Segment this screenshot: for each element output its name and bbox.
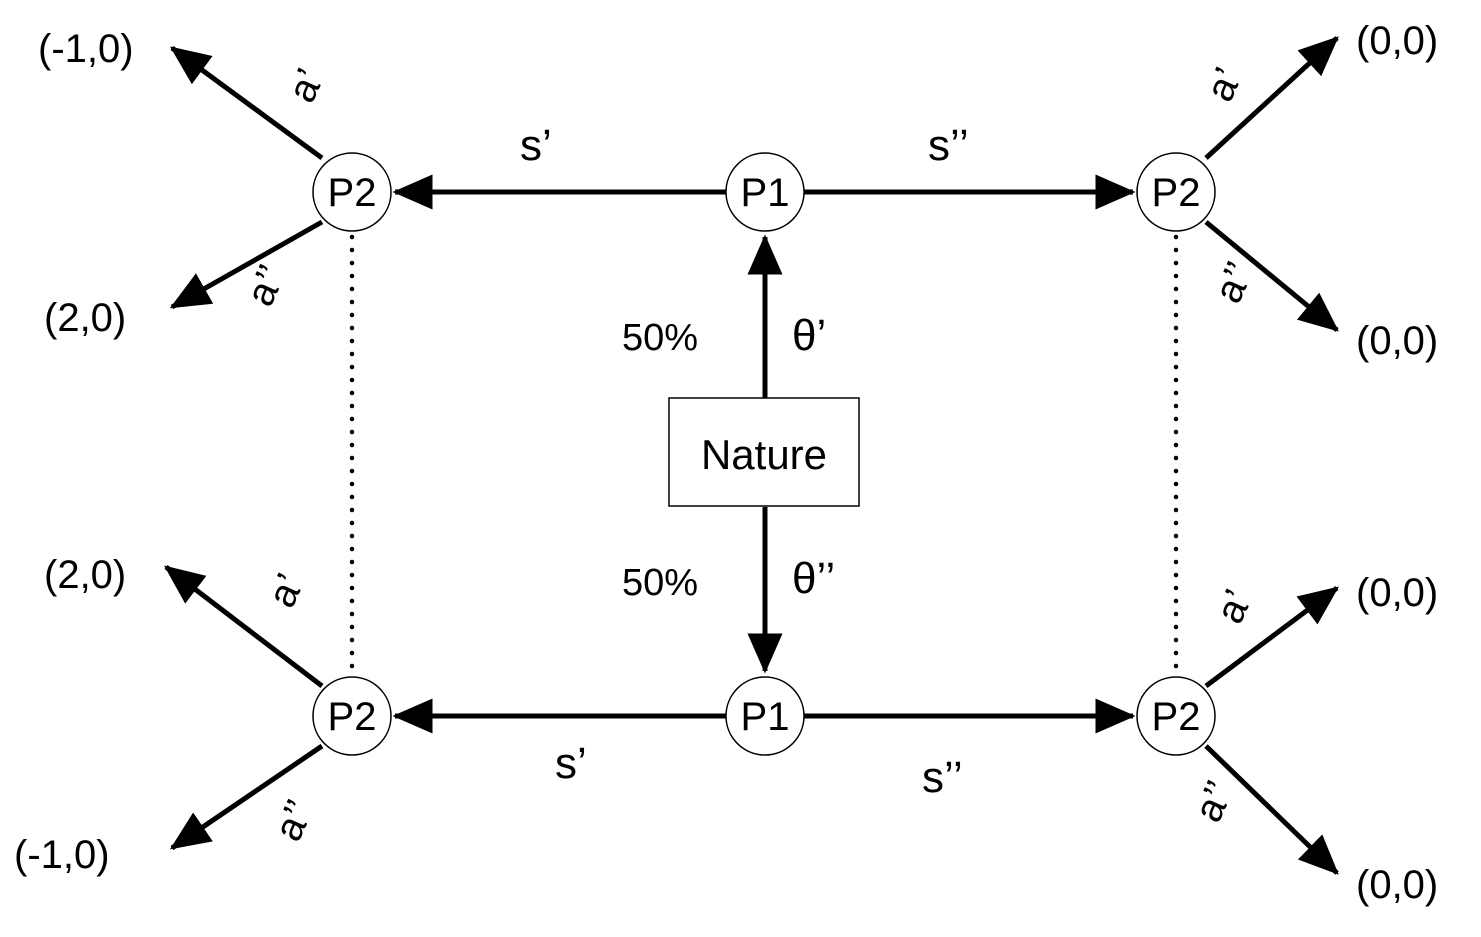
nature-node: Nature xyxy=(668,397,860,507)
payoff-top-right-up: (0,0) xyxy=(1356,19,1438,63)
payoff-top-left-down: (2,0) xyxy=(44,296,126,340)
p2-node-top-left-label: P2 xyxy=(328,171,377,215)
action-edge-bottom-left-up xyxy=(164,565,324,688)
payoff-bottom-left-up: (2,0) xyxy=(44,553,126,597)
p1-node-top: P1 xyxy=(725,152,805,232)
payoff-bottom-right-down: (0,0) xyxy=(1356,863,1438,907)
action-edge-top-right-down xyxy=(1204,220,1339,332)
p2-node-top-right-label: P2 xyxy=(1152,171,1201,215)
p2-node-top-right: P2 xyxy=(1136,152,1216,232)
action-edge-bottom-right-down xyxy=(1204,744,1339,875)
action-bottom-left-down-label: a’’ xyxy=(266,793,322,847)
p2-node-bottom-right-label: P2 xyxy=(1152,695,1201,739)
action-bottom-right-down-label: a’’ xyxy=(1186,774,1242,828)
payoff-bottom-left-down: (-1,0) xyxy=(14,833,110,877)
action-edge-top-left-up xyxy=(169,45,324,161)
p1-node-bottom-label: P1 xyxy=(741,695,790,739)
action-bottom-left-up-label: a’ xyxy=(260,567,313,614)
action-edge-bottom-left-down xyxy=(169,743,324,851)
p2-node-bottom-left: P2 xyxy=(312,676,392,756)
nature-label: Nature xyxy=(701,431,827,478)
signal-top-left-label: s’ xyxy=(520,121,552,170)
p2-node-bottom-left-label: P2 xyxy=(328,695,377,739)
p2-node-bottom-right: P2 xyxy=(1136,676,1216,756)
p2-node-top-left: P2 xyxy=(312,152,392,232)
type-top-label: θ’ xyxy=(792,311,826,360)
p1-node-bottom: P1 xyxy=(725,676,805,756)
payoff-top-left-up: (-1,0) xyxy=(38,27,134,71)
p1-node-top-label: P1 xyxy=(741,171,790,215)
type-bottom-label: θ’’ xyxy=(792,554,835,603)
action-edge-bottom-right-up xyxy=(1204,585,1340,689)
action-top-right-up-label: a’ xyxy=(1198,61,1251,108)
prob-bottom-label: 50% xyxy=(622,562,698,604)
signal-bottom-left-label: s’ xyxy=(555,739,587,788)
prob-top-label: 50% xyxy=(622,317,698,359)
action-top-left-up-label: a’ xyxy=(280,62,333,109)
signal-top-right-label: s’’ xyxy=(928,121,969,170)
action-bottom-right-up-label: a’ xyxy=(1208,583,1261,630)
signal-bottom-right-label: s’’ xyxy=(922,753,963,802)
action-edge-top-left-down xyxy=(169,219,324,310)
action-edge-top-right-up xyxy=(1204,36,1339,160)
payoff-bottom-right-up: (0,0) xyxy=(1356,571,1438,615)
payoff-top-right-down: (0,0) xyxy=(1356,319,1438,363)
